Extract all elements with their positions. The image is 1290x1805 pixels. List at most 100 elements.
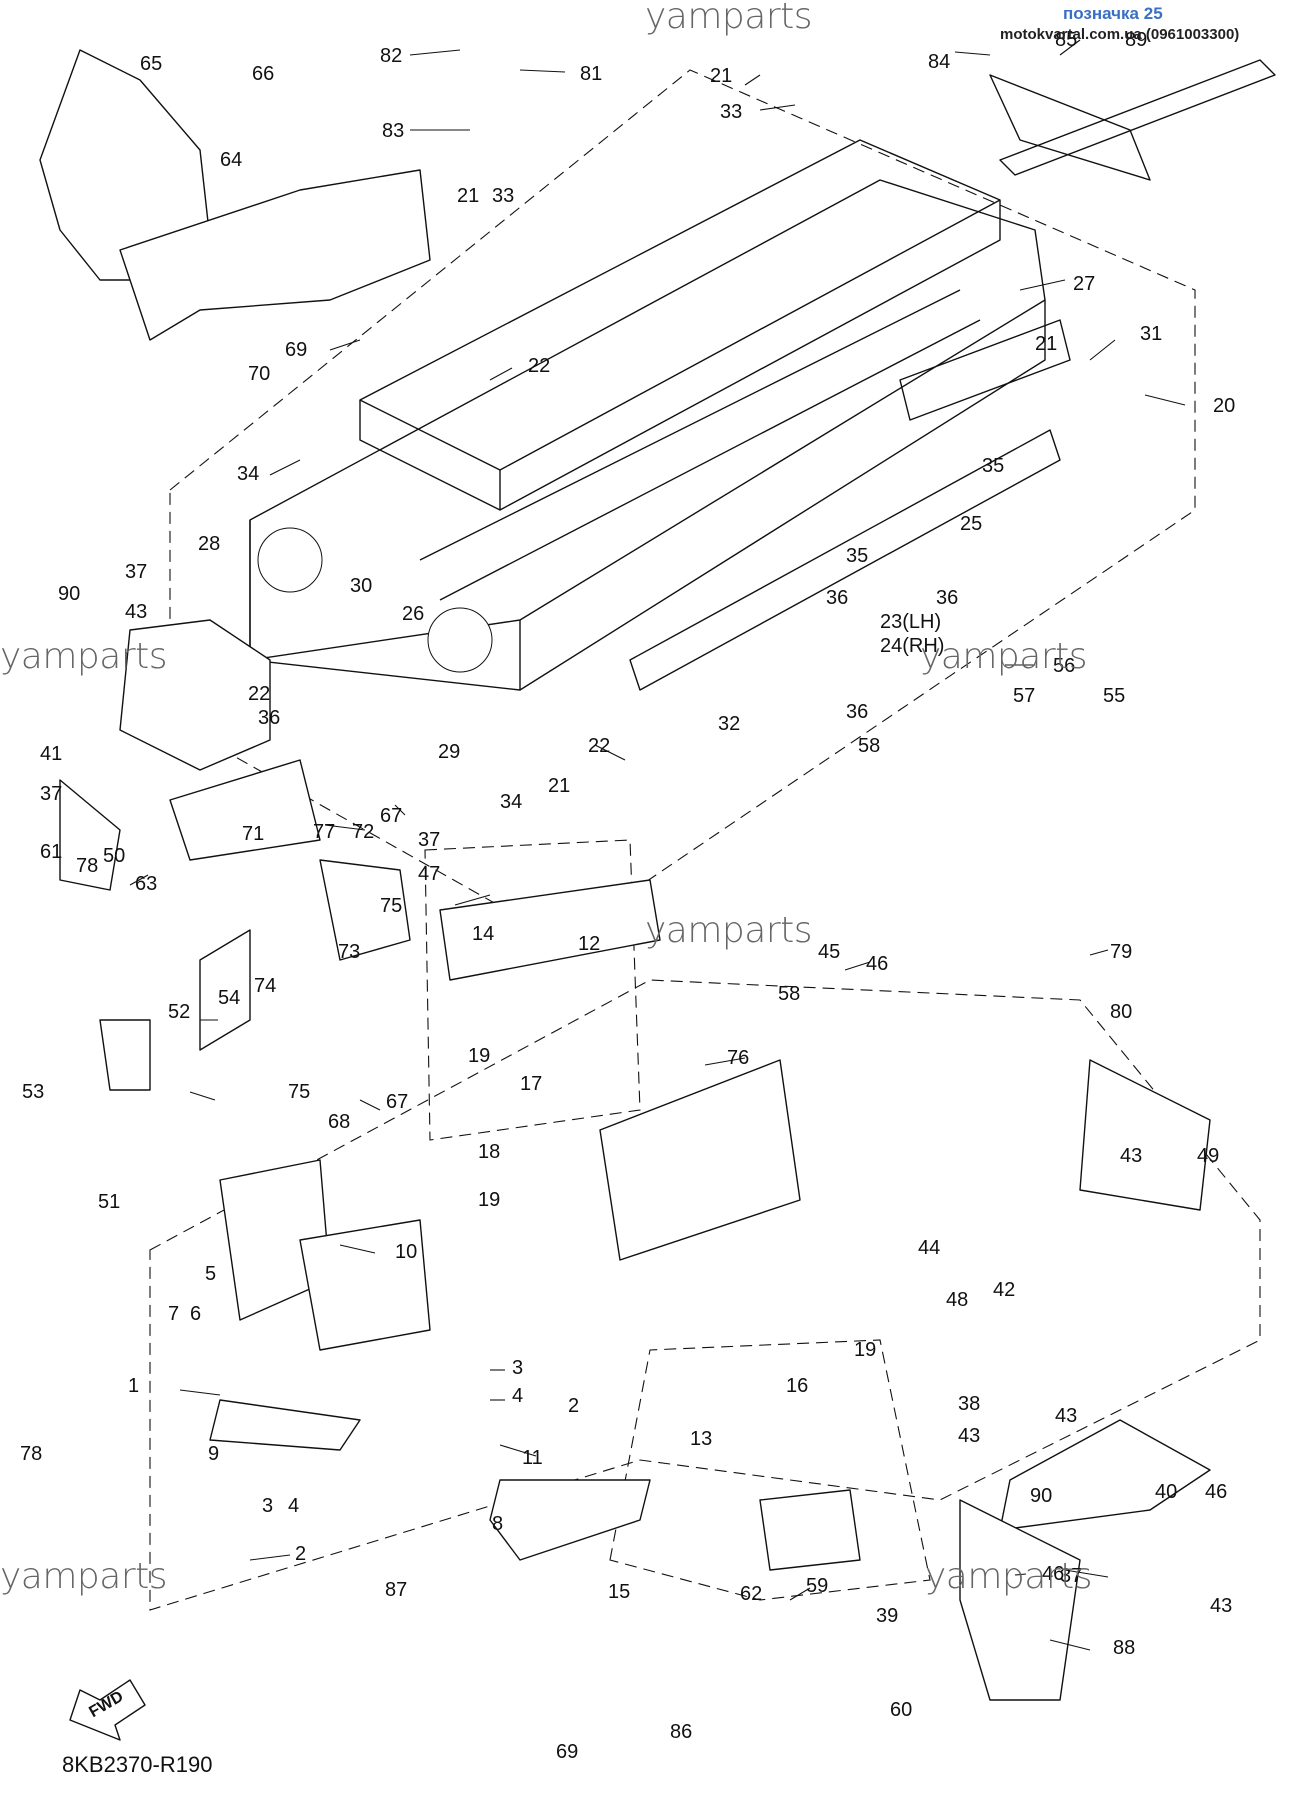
callout-31: 31 xyxy=(1140,323,1162,345)
leader-line xyxy=(1019,279,1066,291)
callout-2: 2 xyxy=(568,1395,579,1417)
callout-23lh: 23(LH) xyxy=(880,611,941,633)
callout-59: 59 xyxy=(806,1575,828,1597)
callout-21: 21 xyxy=(1035,333,1057,355)
callout-3: 3 xyxy=(512,1357,523,1379)
callout-43: 43 xyxy=(1120,1145,1142,1167)
callout-22: 22 xyxy=(248,683,270,705)
callout-5: 5 xyxy=(205,1263,216,1285)
callout-80: 80 xyxy=(1110,1001,1132,1023)
callout-17: 17 xyxy=(520,1073,542,1095)
callout-20: 20 xyxy=(1213,395,1235,417)
leader-line xyxy=(1049,1639,1091,1651)
callout-84: 84 xyxy=(928,51,950,73)
callout-51: 51 xyxy=(98,1191,120,1213)
callout-46: 46 xyxy=(866,953,888,975)
leader-line xyxy=(789,1587,811,1601)
callout-67: 67 xyxy=(380,805,402,827)
callout-44: 44 xyxy=(918,1237,940,1259)
callout-61: 61 xyxy=(40,841,62,863)
callout-21: 21 xyxy=(548,775,570,797)
lower-assemblies xyxy=(59,619,1211,1701)
watermark: yamparts xyxy=(0,636,168,677)
leader-line xyxy=(129,874,149,886)
leader-line xyxy=(1144,394,1186,406)
callout-75: 75 xyxy=(380,895,402,917)
rear-bumper xyxy=(989,59,1276,181)
callout-36: 36 xyxy=(936,587,958,609)
leader-line xyxy=(1089,339,1116,361)
front-nose xyxy=(39,49,431,341)
callout-48: 48 xyxy=(946,1289,968,1311)
callout-50: 50 xyxy=(103,845,125,867)
callout-37: 37 xyxy=(418,829,440,851)
callout-78: 78 xyxy=(20,1443,42,1465)
diagram-code: 8KB2370-R190 xyxy=(62,1752,213,1777)
callout-35: 35 xyxy=(846,545,868,567)
callout-88: 88 xyxy=(1113,1637,1135,1659)
leader-line xyxy=(394,804,406,816)
callout-28: 28 xyxy=(198,533,220,555)
callout-85: 85 xyxy=(1055,29,1077,51)
leader-line xyxy=(1059,39,1081,56)
header-site: motokvartal.com.ua (0961003300) xyxy=(1000,26,1240,43)
callout-72: 72 xyxy=(352,821,374,843)
callout-41: 41 xyxy=(40,743,62,765)
watermark: yamparts xyxy=(645,0,813,37)
assembly-boundaries xyxy=(149,69,1261,1611)
leader-line xyxy=(704,1057,746,1066)
callout-64: 64 xyxy=(220,149,242,171)
callout-58: 58 xyxy=(858,735,880,757)
callout-76: 76 xyxy=(727,1047,749,1069)
callout-43: 43 xyxy=(125,601,147,623)
leader-line xyxy=(489,367,513,381)
callout-38: 38 xyxy=(958,1393,980,1415)
callout-6: 6 xyxy=(190,1303,201,1325)
callout-19: 19 xyxy=(468,1045,490,1067)
callout-10: 10 xyxy=(395,1241,417,1263)
callout-3: 3 xyxy=(262,1495,273,1517)
callout-86: 86 xyxy=(670,1721,692,1743)
callout-34: 34 xyxy=(237,463,259,485)
watermark: yamparts xyxy=(0,1556,168,1597)
callout-68: 68 xyxy=(328,1111,350,1133)
callout-4: 4 xyxy=(288,1495,299,1517)
callout-60: 60 xyxy=(890,1699,912,1721)
leader-line xyxy=(519,69,566,73)
callout-15: 15 xyxy=(608,1581,630,1603)
callout-14: 14 xyxy=(472,923,494,945)
callout-46: 46 xyxy=(1205,1481,1227,1503)
leader-line xyxy=(359,1099,381,1111)
callout-69: 69 xyxy=(285,339,307,361)
callout-47: 47 xyxy=(418,863,440,885)
callout-37: 37 xyxy=(1060,1565,1082,1587)
callout-4: 4 xyxy=(512,1385,523,1407)
callout-57: 57 xyxy=(1013,685,1035,707)
callout-11: 11 xyxy=(522,1447,543,1469)
header-tag: позначка 25 xyxy=(1063,4,1163,23)
leader-line xyxy=(744,74,761,86)
callout-43: 43 xyxy=(958,1425,980,1447)
callout-46: 46 xyxy=(1042,1563,1064,1585)
callout-43: 43 xyxy=(1210,1595,1232,1617)
callout-32: 32 xyxy=(718,713,740,735)
callout-27: 27 xyxy=(1073,273,1095,295)
callout-90: 90 xyxy=(58,583,80,605)
callout-83: 83 xyxy=(382,120,404,142)
callout-55: 55 xyxy=(1103,685,1125,707)
callout-36: 36 xyxy=(826,587,848,609)
leader-line xyxy=(1089,949,1109,956)
callout-13: 13 xyxy=(690,1428,712,1450)
leader-line xyxy=(339,1244,376,1254)
callout-21: 21 xyxy=(710,65,732,87)
callout-2: 2 xyxy=(295,1543,306,1565)
callout-82: 82 xyxy=(380,45,402,67)
leader-line xyxy=(454,894,491,906)
callout-22: 22 xyxy=(588,735,610,757)
callout-43: 43 xyxy=(1055,1405,1077,1427)
callout-37: 37 xyxy=(40,783,62,805)
callout-49: 49 xyxy=(1197,1145,1219,1167)
leader-line xyxy=(499,1444,537,1457)
callout-63: 63 xyxy=(135,873,157,895)
